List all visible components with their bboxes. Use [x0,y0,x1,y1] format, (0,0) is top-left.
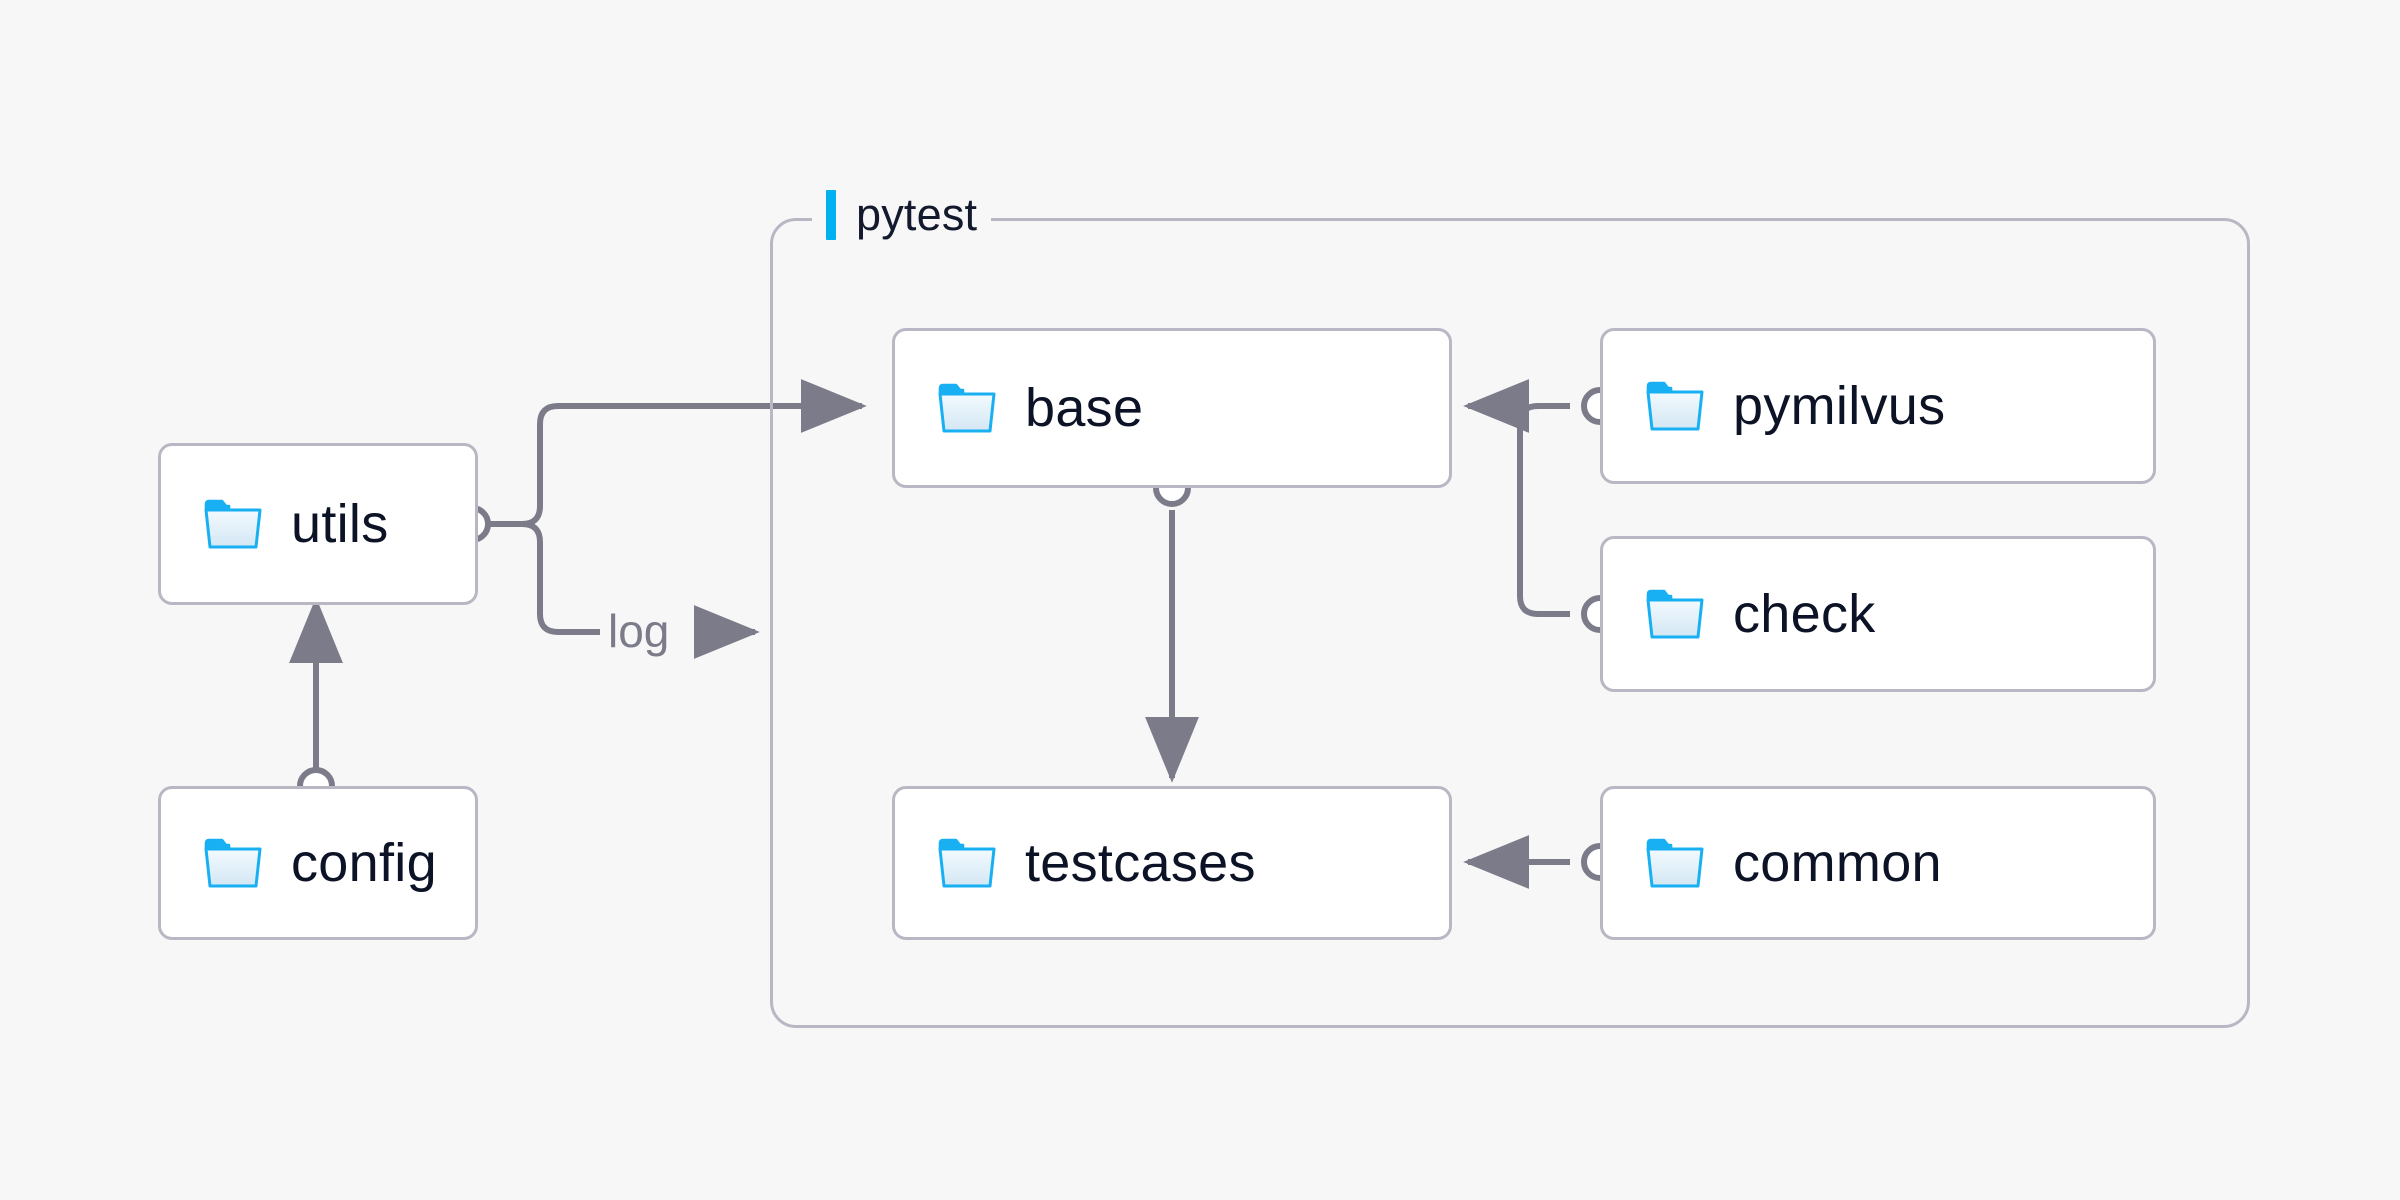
edge-label-log: log [608,605,670,657]
node-common[interactable]: common [1600,786,2156,940]
node-check[interactable]: check [1600,536,2156,692]
folder-icon [204,499,262,549]
node-label: config [291,833,437,893]
node-label: pymilvus [1733,376,1946,436]
folder-icon [1646,589,1704,639]
pytest-group-container [770,218,2250,1028]
node-testcases[interactable]: testcases [892,786,1452,940]
folder-icon [1646,381,1704,431]
pytest-group-label: pytest [812,187,992,243]
folder-icon [1646,838,1704,888]
node-label: check [1733,584,1876,644]
edge-utils-to-log [488,521,600,635]
folder-icon [938,383,996,433]
node-label: utils [291,494,389,554]
node-utils[interactable]: utils [158,443,478,605]
node-label: testcases [1025,833,1256,893]
node-label: base [1025,378,1144,438]
accent-bar-icon [826,190,836,240]
folder-icon [938,838,996,888]
node-pymilvus[interactable]: pymilvus [1600,328,2156,484]
folder-icon [204,838,262,888]
node-label: common [1733,833,1942,893]
node-config[interactable]: config [158,786,478,940]
group-title-text: pytest [856,189,978,240]
node-base[interactable]: base [892,328,1452,488]
